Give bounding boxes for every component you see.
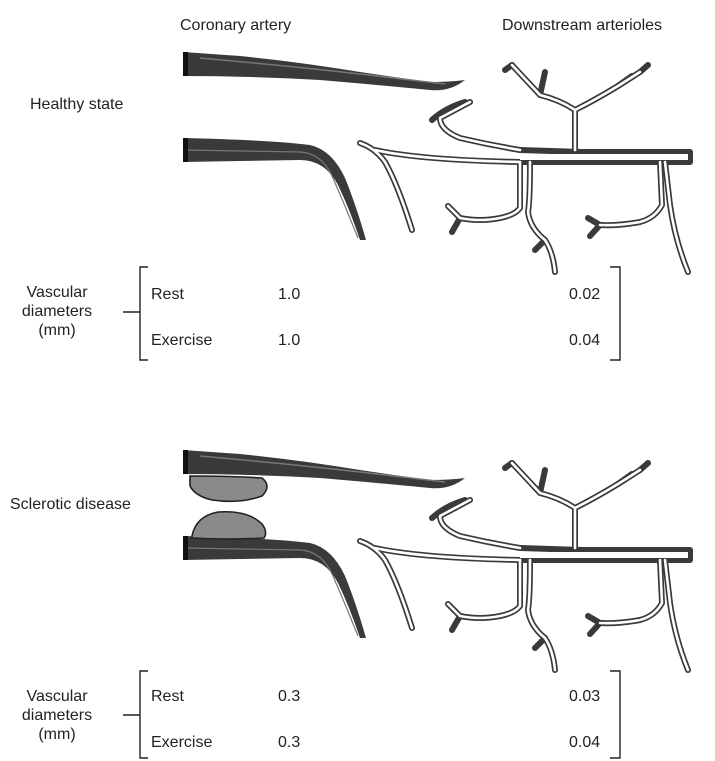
arteriole-tree-sclerotic — [360, 463, 690, 670]
bracket-right-2 — [610, 671, 620, 758]
bracket-left-2 — [123, 671, 148, 758]
coronary-artery-healthy — [183, 52, 465, 240]
arteriole-tree-healthy — [360, 65, 690, 272]
plaque-upper — [190, 476, 267, 501]
plaque-lower — [192, 512, 266, 539]
bracket-right-1 — [610, 267, 620, 360]
bracket-left-1 — [123, 267, 148, 360]
